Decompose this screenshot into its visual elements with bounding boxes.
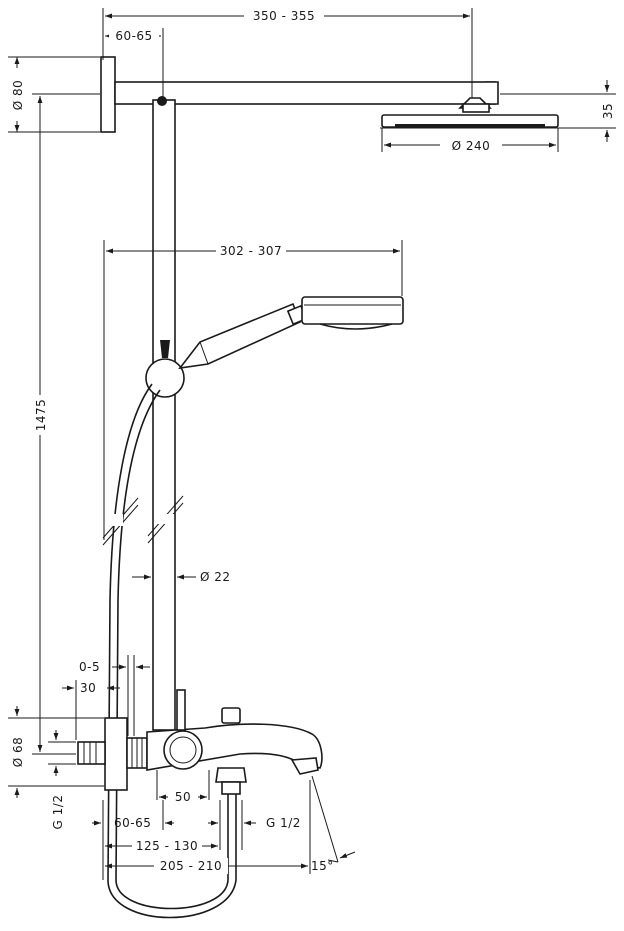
hand-shower-handle [178, 302, 302, 370]
diverter-knob [221, 707, 241, 724]
hose-outlet [215, 767, 247, 783]
dim-total-height: 1475 [34, 399, 48, 432]
mixer-wall-flange [104, 717, 128, 791]
dim-connector-depth: 30 [80, 681, 96, 695]
dim-wall-offset-top: 60-65 [115, 29, 152, 43]
shower-assembly [77, 56, 560, 919]
dimension-labels: 350 - 355 60-65 Ø 80 35 Ø 240 302 - 307 … [11, 8, 615, 874]
dim-hand-shower-reach: 302 - 307 [220, 244, 282, 258]
dim-overall-spout: 205 - 210 [160, 859, 222, 873]
dim-arm-length: 350 - 355 [253, 9, 315, 23]
rail-slider [145, 358, 185, 398]
dim-knob-width: 50 [175, 790, 191, 804]
dim-spout-angle: 15° [311, 859, 334, 873]
dim-spout-distance: 125 - 130 [136, 839, 198, 853]
head-joint-cap [462, 103, 490, 113]
inlet-thread [77, 741, 106, 765]
dim-flange-diameter: Ø 80 [11, 80, 25, 111]
wall-flange [100, 56, 116, 133]
hand-shower-head [301, 296, 404, 325]
dim-head-diameter: Ø 240 [452, 139, 491, 153]
dim-head-height: 35 [601, 103, 615, 119]
spout [290, 757, 319, 775]
dim-gap: 0-5 [79, 660, 100, 674]
arm-elbow [485, 81, 499, 105]
dim-outlet-thread: G 1/2 [266, 816, 301, 830]
dim-spacing-bottom: 60-65 [114, 816, 151, 830]
shower-rail [152, 99, 176, 731]
dim-inlet-thread-left: G 1/2 [51, 795, 65, 830]
dim-rail-diameter: Ø 22 [200, 570, 231, 584]
dim-mixer-diameter: Ø 68 [11, 737, 25, 768]
